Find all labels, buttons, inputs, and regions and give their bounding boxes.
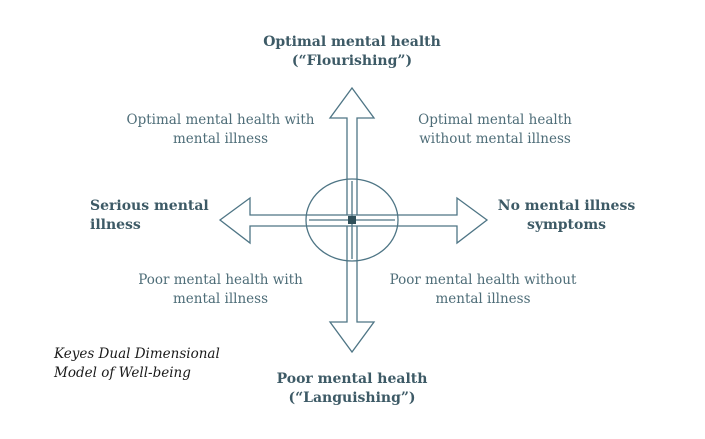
quadrant-top-right-line2: without mental illness: [419, 131, 571, 147]
bottom-axis-label-line2: (“Languishing”): [288, 390, 416, 406]
quadrant-bottom-left-line2: mental illness: [172, 291, 269, 307]
model-caption-line2: Model of Well-being: [54, 365, 191, 381]
right-axis-label: No mental illness symptoms: [494, 197, 639, 235]
quadrant-bottom-left: Poor mental health with mental illness: [128, 271, 313, 309]
top-axis-label-line1: Optimal mental health: [263, 34, 441, 50]
bottom-axis-label-line1: Poor mental health: [276, 371, 428, 387]
left-axis-label-line1: Serious mental: [90, 198, 209, 214]
left-axis-label-line2: illness: [90, 217, 141, 233]
bottom-axis-label: Poor mental health (“Languishing”): [252, 370, 452, 408]
model-caption: Keyes Dual Dimensional Model of Well-bei…: [54, 345, 220, 383]
top-axis-label-line2: (“Flourishing”): [291, 53, 413, 69]
quadrant-top-right: Optimal mental health without mental ill…: [405, 111, 585, 149]
quadrant-top-right-line1: Optimal mental health: [418, 112, 572, 128]
quadrant-bottom-right-line2: mental illness: [435, 291, 531, 307]
quadrant-top-left-line1: Optimal mental health with: [126, 112, 315, 128]
quadrant-bottom-left-line1: Poor mental health with: [138, 272, 303, 288]
right-axis-label-line2: symptoms: [526, 217, 607, 233]
quadrant-top-left-line2: mental illness: [172, 131, 269, 147]
quadrant-top-left: Optimal mental health with mental illnes…: [118, 111, 323, 149]
center-circle: [305, 178, 399, 262]
right-axis-label-line1: No mental illness: [497, 198, 636, 214]
model-caption-line1: Keyes Dual Dimensional: [54, 346, 220, 362]
left-axis-label: Serious mental illness: [90, 197, 212, 235]
quadrant-bottom-right-line1: Poor mental health without: [389, 272, 577, 288]
quadrant-bottom-right: Poor mental health without mental illnes…: [380, 271, 586, 309]
top-axis-label: Optimal mental health (“Flourishing”): [252, 33, 452, 71]
center-square: [348, 216, 356, 224]
